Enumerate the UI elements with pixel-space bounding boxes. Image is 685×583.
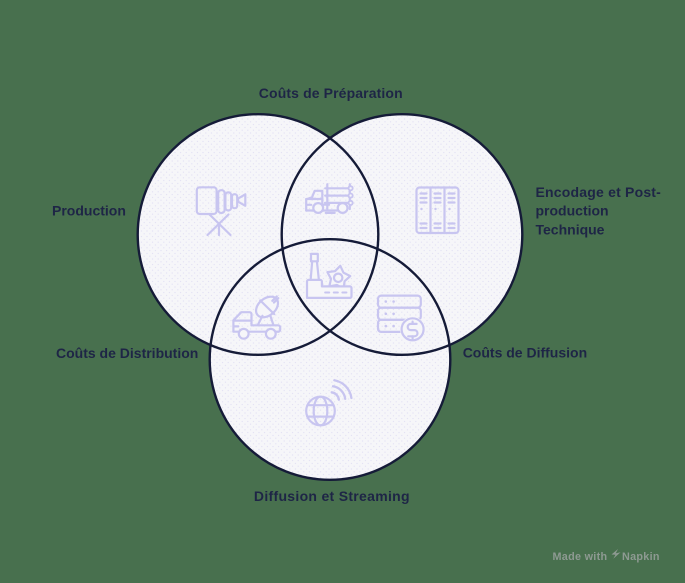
svg-text:Made with: Made with: [553, 551, 608, 563]
svg-text:Diffusion et Streaming: Diffusion et Streaming: [254, 488, 410, 504]
svg-text:Production: Production: [52, 203, 126, 219]
svg-text:Encodage et Post- producti: Encodage et Post- production Technique: [536, 184, 666, 237]
svg-text:Napkin: Napkin: [622, 551, 660, 563]
svg-text:Coûts de Diffusion: Coûts de Diffusion: [463, 345, 587, 361]
svg-text:Coûts de Préparation: Coûts de Préparation: [259, 85, 403, 101]
svg-text:Coûts de Distribution: Coûts de Distribution: [56, 345, 198, 361]
